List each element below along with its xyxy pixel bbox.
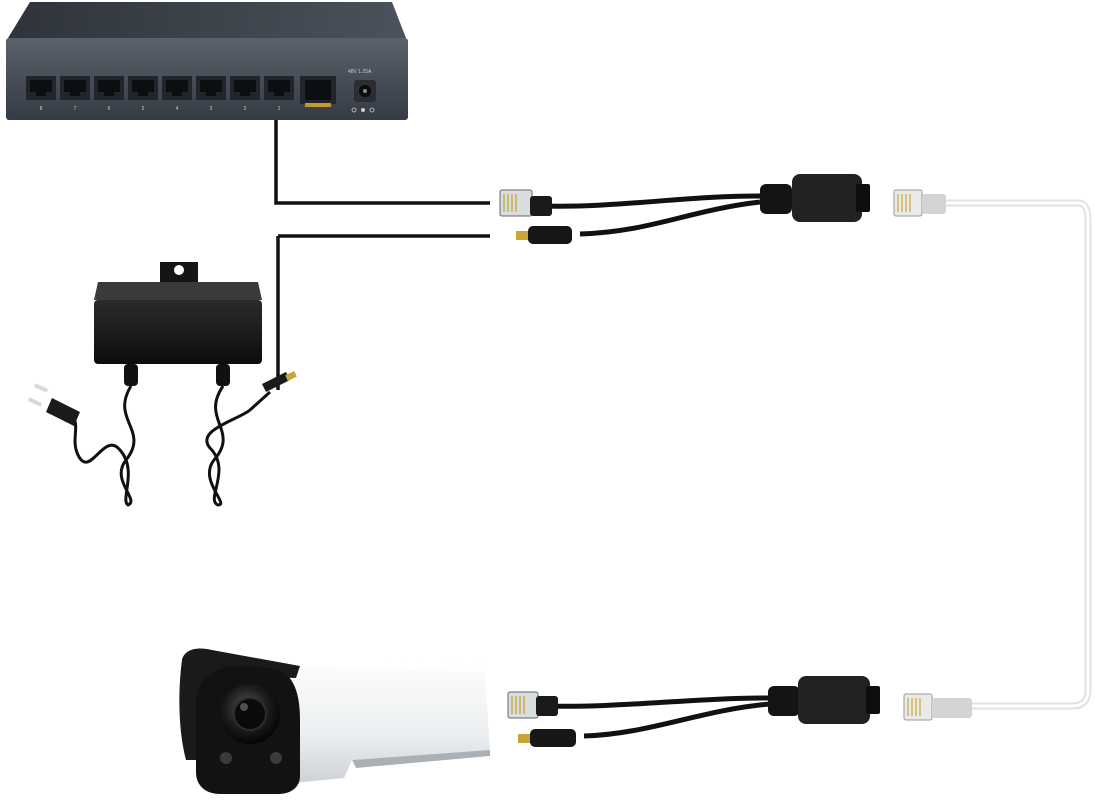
- ac-cord: [68, 385, 136, 507]
- camera-underside-shadow: [352, 750, 490, 768]
- white-cable-plug-top: [893, 189, 946, 217]
- switch-port-socket: [64, 80, 86, 96]
- splitter-dc-lead: [583, 701, 771, 739]
- rj45-boot-top: [530, 196, 552, 216]
- polarity-symbol: [351, 107, 375, 113]
- rj45-female-coupler-bottom: [798, 676, 870, 724]
- white-ethernet-cable: [940, 199, 1092, 710]
- ac-plug-prong-1: [33, 383, 49, 393]
- rj45-boot-white-top: [922, 194, 946, 214]
- ir-led-right: [270, 752, 282, 764]
- ac-plug-body: [46, 398, 80, 426]
- switch-port: 7: [60, 76, 90, 112]
- ir-led-left: [220, 752, 232, 764]
- white-cable-plug-bottom: [903, 693, 972, 721]
- switch-top-panel: [8, 2, 406, 38]
- switch-port: 5: [128, 76, 158, 112]
- camera-top-highlight: [188, 650, 484, 672]
- adapter-top: [94, 282, 262, 300]
- switch-port-number: 4: [176, 106, 179, 112]
- switch-port-number: 2: [244, 106, 247, 112]
- white-ethernet-cable-highlight: [940, 201, 1090, 708]
- switch-ethernet-cable: [274, 120, 490, 205]
- switch-port: 6: [94, 76, 124, 112]
- adapter-strain-relief-right: [216, 364, 230, 386]
- dc-power-jack-pin: [363, 89, 367, 93]
- mount-hole: [174, 265, 184, 275]
- dc-male-body-bottom: [530, 729, 576, 747]
- switch-port-number: 6: [108, 106, 111, 112]
- rj45-pins-bottom: [511, 696, 525, 714]
- switch-port: 1: [264, 76, 294, 112]
- switch-port-number: 8: [40, 106, 43, 112]
- switch-port-socket: [98, 80, 120, 96]
- poe-injector-cable: [499, 174, 870, 244]
- injector-ethernet-lead: [539, 193, 761, 209]
- camera-lens-inner: [233, 697, 267, 731]
- lens-reflection: [240, 703, 248, 711]
- dc-male-body-top: [528, 226, 572, 244]
- switch-port-socket: [30, 80, 52, 96]
- adapter-strain-relief-left: [124, 364, 138, 386]
- switch-port: 3: [196, 76, 226, 112]
- dc-plug-body: [262, 372, 290, 392]
- switch-port: 4: [162, 76, 192, 112]
- adapter-body: [94, 300, 262, 364]
- dc-plug-tip: [285, 371, 297, 381]
- rj45-female-port-top: [856, 184, 870, 212]
- network-switch: 8 7 6 5 4 3 2 1 48V 1.25A: [6, 2, 408, 120]
- switch-port-number: 7: [74, 106, 77, 112]
- dc-cord: [205, 385, 272, 507]
- switch-port-socket: [200, 80, 222, 96]
- rj45-female-coupler-top: [792, 174, 862, 222]
- dc-male-tip-bottom: [518, 734, 530, 743]
- switch-port-number: 5: [142, 106, 145, 112]
- rj45-boot-white-bottom: [932, 698, 972, 718]
- switch-port-number: 1: [278, 106, 281, 112]
- rj45-female-port-bottom: [866, 686, 880, 714]
- switch-port-socket: [132, 80, 154, 96]
- power-rating-label: 48V 1.25A: [348, 69, 372, 75]
- switch-ports: 8 7 6 5 4 3 2 1: [26, 76, 294, 112]
- rj45-boot-bottom: [536, 696, 558, 716]
- switch-port-socket: [166, 80, 188, 96]
- uplink-port-label-strip: [305, 103, 331, 107]
- switch-port: 8: [26, 76, 56, 112]
- splitter-ethernet-lead: [545, 695, 771, 709]
- power-adapter: [27, 262, 297, 507]
- switch-port-number: 3: [210, 106, 213, 112]
- switch-port-socket: [268, 80, 290, 96]
- coupler-boot-bottom: [768, 686, 800, 716]
- ip-camera: [179, 648, 490, 794]
- injector-dc-lead: [579, 199, 761, 237]
- adapter-dc-cable: [276, 234, 490, 390]
- coupler-boot-top: [760, 184, 792, 214]
- switch-port: 2: [230, 76, 260, 112]
- ac-plug-prong-2: [27, 397, 43, 407]
- rj45-pins-top: [503, 194, 517, 212]
- poe-splitter-cable: [507, 676, 880, 747]
- dc-male-tip-top: [516, 231, 528, 240]
- uplink-port-socket: [305, 80, 331, 100]
- switch-port-socket: [234, 80, 256, 96]
